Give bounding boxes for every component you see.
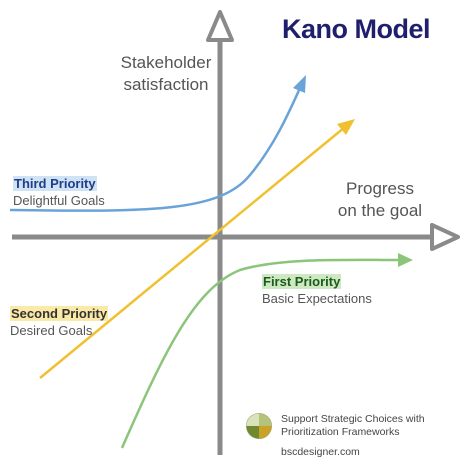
footer-line2: Prioritization Frameworks (281, 426, 400, 438)
first-priority-tag: First Priority (262, 274, 342, 289)
x-axis-label-line1: Progress (345, 179, 415, 198)
bsc-designer-logo-icon (246, 413, 272, 439)
delightful-arrowhead (293, 75, 306, 93)
basic-curve (120, 258, 401, 449)
basic-arrowhead (398, 253, 413, 267)
x-axis-label: Progress on the goal (332, 178, 428, 222)
second-priority-label: Second Priority Desired Goals (10, 305, 109, 339)
desired-arrowhead (337, 119, 355, 135)
footer-site-link[interactable]: bscdesigner.com (281, 446, 360, 458)
desired-line (39, 126, 346, 379)
y-axis-label-line2: satisfaction (123, 75, 209, 94)
y-axis-label: Stakeholder satisfaction (116, 52, 216, 96)
x-axis-arrowhead (430, 223, 460, 251)
footer-caption: Support Strategic Choices with Prioritiz… (281, 413, 425, 439)
first-priority-label: First Priority Basic Expectations (262, 273, 372, 307)
footer-line1: Support Strategic Choices with (281, 413, 425, 425)
first-priority-desc: Basic Expectations (262, 291, 372, 306)
third-priority-label: Third Priority Delightful Goals (13, 175, 105, 209)
second-priority-desc: Desired Goals (10, 323, 93, 338)
delightful-curve (9, 87, 302, 212)
second-priority-tag: Second Priority (10, 306, 109, 321)
y-axis-arrowhead (206, 10, 234, 42)
y-axis-label-line1: Stakeholder (120, 53, 212, 72)
third-priority-desc: Delightful Goals (13, 193, 105, 208)
x-axis-label-line2: on the goal (337, 201, 423, 220)
third-priority-tag: Third Priority (13, 176, 97, 191)
page-title: Kano Model (282, 14, 431, 44)
